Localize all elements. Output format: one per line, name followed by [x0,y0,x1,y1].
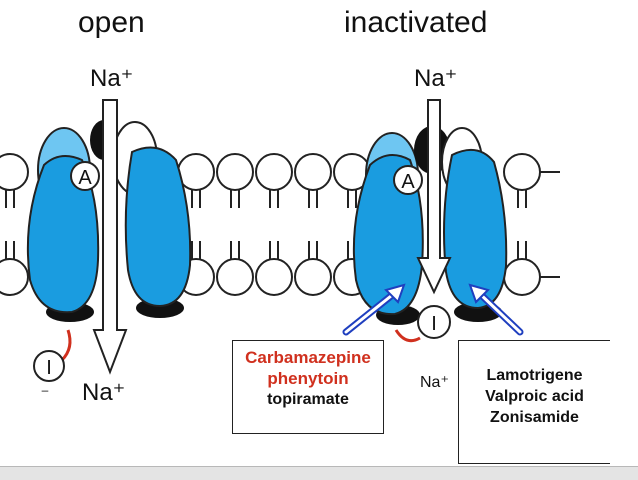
lipid-head [0,258,29,296]
drug-phenytoin: phenytoin [267,369,349,388]
lipid-head [294,258,332,296]
inactivated-inactivation-gate-label: I [431,313,437,335]
bottom-frame-bar [0,466,638,480]
lipid-head [0,153,29,191]
inactivated-sodium-bottom-label: Na⁺ [420,374,449,391]
open-channel-ion-flow-arrow [92,99,128,375]
open-state-title: open [78,6,145,39]
drug-lamotrigene: Lamotrigene [486,367,583,384]
lipid-head [216,153,254,191]
inactivated-state-title: inactivated [344,6,488,39]
open-sodium-top-label: Na⁺ [90,65,134,92]
open-channel: A I – [26,99,192,397]
lipid-head [503,258,541,296]
open-inactivation-gate-label: I [46,357,52,379]
drug-box-left: Carbamazepine phenytoin topiramate [232,340,384,434]
inactivated-inactivation-tether [394,329,421,343]
drug-zonisamide: Zonisamide [490,409,579,426]
open-sodium-bottom-label: Na⁺ [82,379,126,406]
open-inactivation-gate [33,350,65,382]
inactivated-channel-right-subunit [443,148,508,310]
inactivated-channel: A I [342,99,524,343]
inactivated-activation-gate [393,165,423,195]
lipid-head [503,153,541,191]
open-channel-right-subunit [124,146,192,308]
lipid-head [294,153,332,191]
inactivated-channel-ion-flow-arrow [416,99,452,295]
open-activation-gate-label: A [78,167,92,189]
drug-arrow-right [468,283,524,336]
lipid-head [216,258,254,296]
open-inactivation-gate-minus: – [42,383,49,397]
inactivated-inactivation-gate [417,305,451,339]
drug-carbamazepine: Carbamazepine [245,348,371,367]
drug-valproic-acid: Valproic acid [485,388,584,405]
drug-topiramate: topiramate [267,391,349,408]
drug-arrow-left [342,283,406,336]
drug-box-right: Lamotrigene Valproic acid Zonisamide [458,340,610,464]
lipid-head [255,153,293,191]
open-channel-left-subunit [26,155,100,314]
open-activation-gate [70,161,100,191]
open-inactivation-tether [60,329,72,362]
inactivated-sodium-top-label: Na⁺ [414,65,458,92]
inactivated-channel-left-subunit [352,154,424,316]
inactivated-activation-gate-label: A [401,171,415,193]
lipid-head [255,258,293,296]
